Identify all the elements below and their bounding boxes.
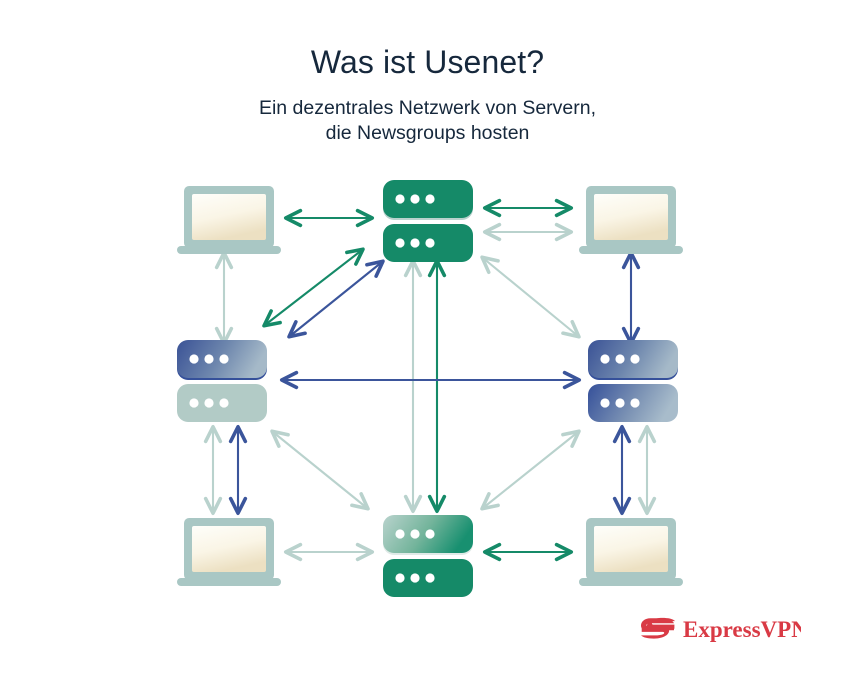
conn-middle-left-to-server-top-blue (287, 259, 385, 339)
server-middle-left[interactable] (177, 340, 267, 422)
laptop-top-right[interactable] (579, 186, 683, 254)
server-middle-right[interactable] (588, 340, 678, 422)
conn-middle-left-to-server-bottom (270, 429, 370, 511)
page-subtitle: Ein dezentrales Netzwerk von Servern, di… (0, 96, 855, 146)
expressvpn-logo[interactable]: ExpressVPN (641, 612, 801, 652)
page-subtitle-line-1: Ein dezentrales Netzwerk von Servern, (258, 97, 597, 119)
laptop-top-left[interactable] (177, 186, 281, 254)
conn-middle-left-to-server-top-green (262, 247, 365, 328)
laptop-bottom-right[interactable] (579, 518, 683, 586)
server-bottom-center[interactable] (383, 515, 473, 597)
page-title: Was ist Usenet? (310, 44, 545, 80)
network-diagram (0, 150, 855, 620)
conn-server-top-to-middle-right (480, 255, 581, 339)
page-subtitle-line-2: die Newsgroups hosten (325, 122, 530, 144)
connection-layer (203, 198, 657, 562)
conn-server-bottom-to-middle-right (480, 429, 581, 511)
expressvpn-logo-mark-bars (641, 617, 675, 639)
laptop-bottom-left[interactable] (177, 518, 281, 586)
server-top-center[interactable] (383, 180, 473, 262)
expressvpn-wordmark: ExpressVPN (683, 617, 801, 642)
